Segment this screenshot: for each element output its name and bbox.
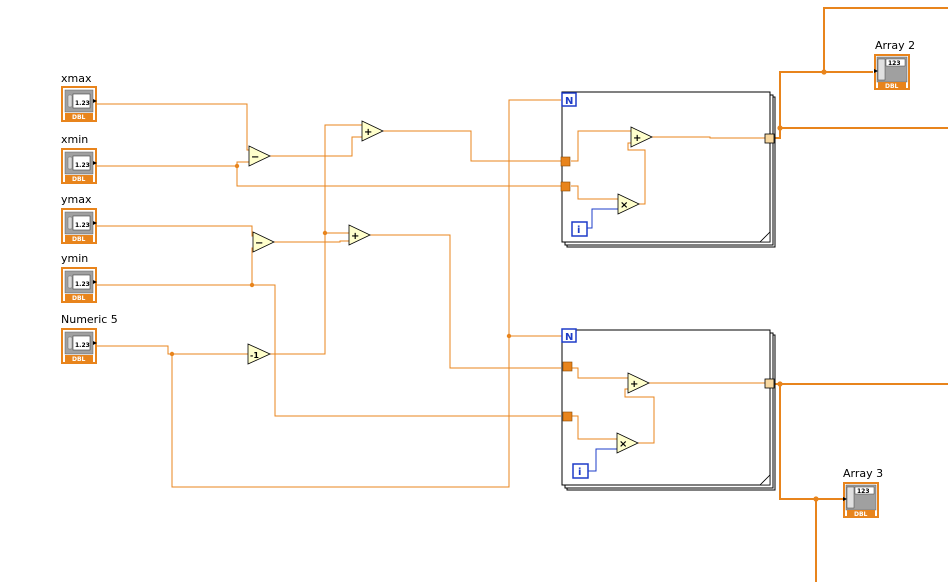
xmax-control[interactable]: 1.23 DBL	[60, 85, 98, 123]
add-node-loop1[interactable]: +	[630, 126, 653, 148]
svg-text:123: 123	[857, 488, 870, 495]
wire-num5-N	[171, 99, 561, 488]
for-loop-2[interactable]	[561, 329, 776, 491]
wire-loop2-down	[779, 384, 843, 500]
svg-text:1.23: 1.23	[75, 281, 90, 288]
wire-ymin-loop2	[252, 284, 561, 417]
add-node-y[interactable]: +	[348, 224, 371, 246]
numeric5-label: Numeric 5	[61, 313, 118, 326]
numeric5-control[interactable]: 1.23 DBL	[60, 327, 98, 365]
svg-text:1.23: 1.23	[75, 100, 90, 107]
wires	[97, 7, 948, 582]
wire-ymin-subtract	[97, 247, 254, 286]
svg-text:−: −	[255, 238, 263, 249]
svg-text:i: i	[578, 467, 581, 478]
svg-text:DBL: DBL	[72, 356, 86, 363]
subtract-node-y[interactable]: −	[252, 231, 275, 253]
svg-text:1.23: 1.23	[75, 342, 90, 349]
wire-xmax-subtract	[97, 103, 252, 151]
wire-add2-loop2	[370, 234, 561, 369]
wire-num5-decrement	[97, 345, 248, 355]
wire-add1-loop1	[383, 130, 561, 162]
wire-dec-add	[270, 124, 362, 355]
svg-text:-1: -1	[250, 351, 259, 360]
svg-text:123: 123	[888, 60, 901, 67]
wire-junctions	[169, 69, 827, 502]
array2-label: Array 2	[875, 39, 915, 52]
wire-sub2-add2	[274, 240, 350, 243]
loop2-iteration-terminal[interactable]: i	[572, 463, 589, 479]
ymax-control[interactable]: 1.23 DBL	[60, 207, 98, 245]
svg-text:DBL: DBL	[854, 511, 868, 518]
output-tunnels[interactable]	[764, 133, 775, 389]
svg-text:+: +	[351, 231, 359, 242]
loop1-count-terminal[interactable]: N	[561, 92, 577, 107]
svg-text:+: +	[630, 379, 638, 390]
svg-text:×: ×	[619, 439, 627, 450]
svg-text:DBL: DBL	[72, 236, 86, 243]
loop-internal-wires	[571, 130, 765, 472]
xmin-label: xmin	[61, 133, 88, 146]
array2-indicator[interactable]: 123 DBL	[873, 53, 911, 91]
svg-text:1.23: 1.23	[75, 162, 90, 169]
wire-loop1-top	[823, 7, 948, 72]
wire-sub1-add1	[270, 136, 363, 157]
svg-text:N: N	[565, 96, 573, 107]
loop1-iteration-terminal[interactable]: i	[571, 221, 588, 237]
svg-text:i: i	[577, 225, 580, 236]
ymin-control[interactable]: 1.23 DBL	[60, 266, 98, 304]
decrement-node[interactable]: -1	[247, 343, 271, 365]
svg-text:×: ×	[620, 200, 628, 211]
input-tunnels[interactable]	[560, 156, 573, 422]
array3-label: Array 3	[843, 467, 883, 480]
wire-xmin-loop1	[236, 166, 567, 187]
multiply-node-loop1[interactable]: ×	[617, 193, 640, 215]
add-node-loop2[interactable]: +	[627, 372, 650, 394]
svg-text:DBL: DBL	[885, 83, 899, 90]
ymax-label: ymax	[61, 193, 92, 206]
subtract-node-x[interactable]: −	[248, 145, 271, 167]
loop2-count-terminal[interactable]: N	[561, 328, 577, 343]
add-node-x[interactable]: +	[361, 120, 384, 142]
ymin-label: ymin	[61, 252, 88, 265]
svg-text:DBL: DBL	[72, 295, 86, 302]
svg-text:+: +	[364, 127, 372, 138]
multiply-node-loop2[interactable]: ×	[616, 432, 639, 454]
wire-xmin-subtract	[97, 161, 250, 167]
svg-text:N: N	[565, 332, 573, 343]
array3-indicator[interactable]: 123 DBL	[842, 481, 880, 519]
svg-text:DBL: DBL	[72, 176, 86, 183]
for-loop-1[interactable]	[561, 91, 776, 248]
xmin-control[interactable]: 1.23 DBL	[60, 147, 98, 185]
svg-text:DBL: DBL	[72, 114, 86, 121]
svg-text:1.23: 1.23	[75, 222, 90, 229]
svg-text:+: +	[633, 133, 641, 144]
svg-text:−: −	[251, 152, 259, 163]
wire-ymax-subtract	[97, 225, 254, 237]
xmax-label: xmax	[61, 72, 92, 85]
